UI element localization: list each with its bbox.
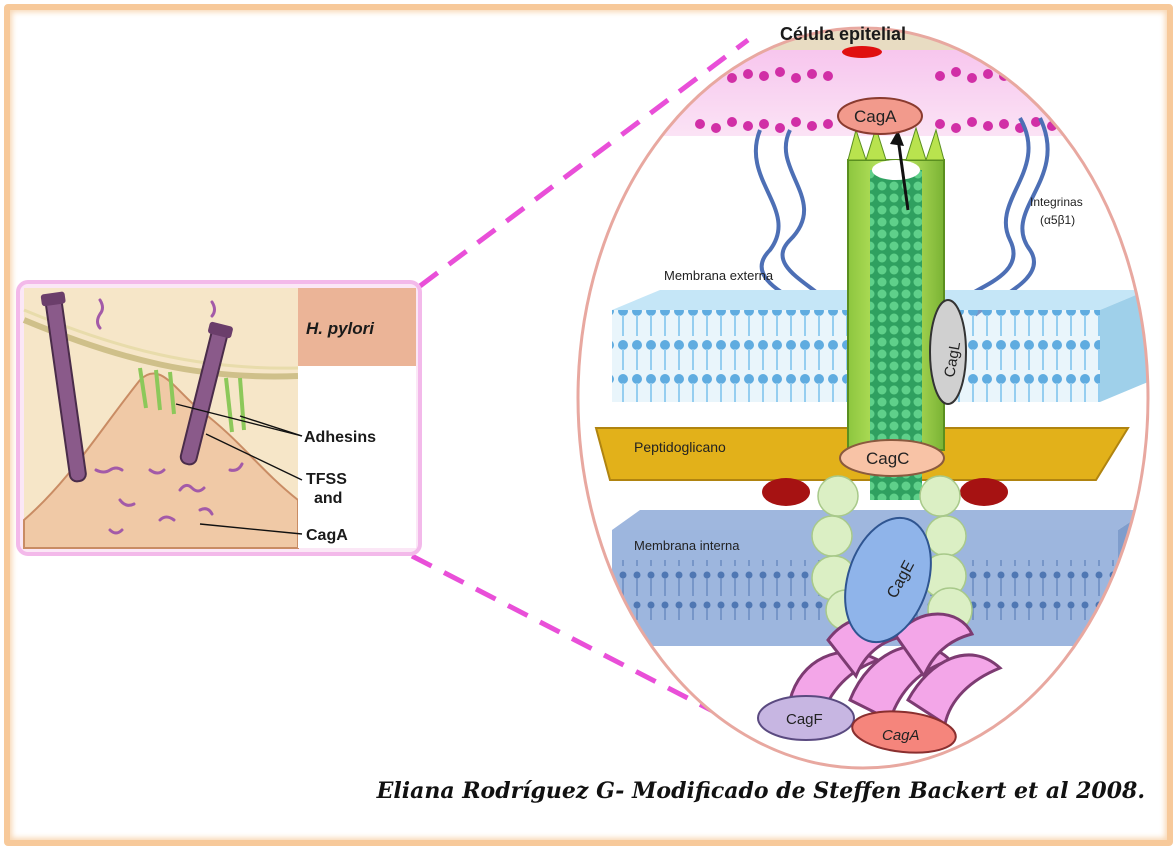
cagc-label: CagC xyxy=(866,449,909,468)
adhesins-label: Adhesins xyxy=(304,429,376,446)
cagf-label: CagF xyxy=(786,711,823,728)
caga-top-label: CagA xyxy=(854,107,897,126)
inner-membrane-label: Membrana interna xyxy=(634,538,740,553)
channel-protein-left xyxy=(762,478,810,506)
epithelial-cell-label: Célula epitelial xyxy=(780,24,906,44)
credit-line: Eliana Rodríguez G- Modificado de Steffe… xyxy=(377,778,1145,804)
caga-bottom-label: CagA xyxy=(882,727,920,744)
integrins-label: Integrinas xyxy=(1030,195,1083,209)
channel-protein-right xyxy=(960,478,1008,506)
inset-panel: H. pylori Adhesins TFSS and CagA xyxy=(18,282,420,554)
integrins-subunit-label: (α5β1) xyxy=(1040,213,1075,227)
tfss-label: TFSS xyxy=(306,471,347,488)
h-pylori-label: H. pylori xyxy=(306,319,375,338)
and-label: and xyxy=(314,490,342,507)
zoom-oval xyxy=(570,28,1170,768)
host-receptor xyxy=(842,46,882,58)
peptidoglycan-label: Peptidoglicano xyxy=(634,439,726,455)
outer-membrane-label: Membrana externa xyxy=(664,268,774,283)
caga-label-inset: CagA xyxy=(306,527,348,544)
